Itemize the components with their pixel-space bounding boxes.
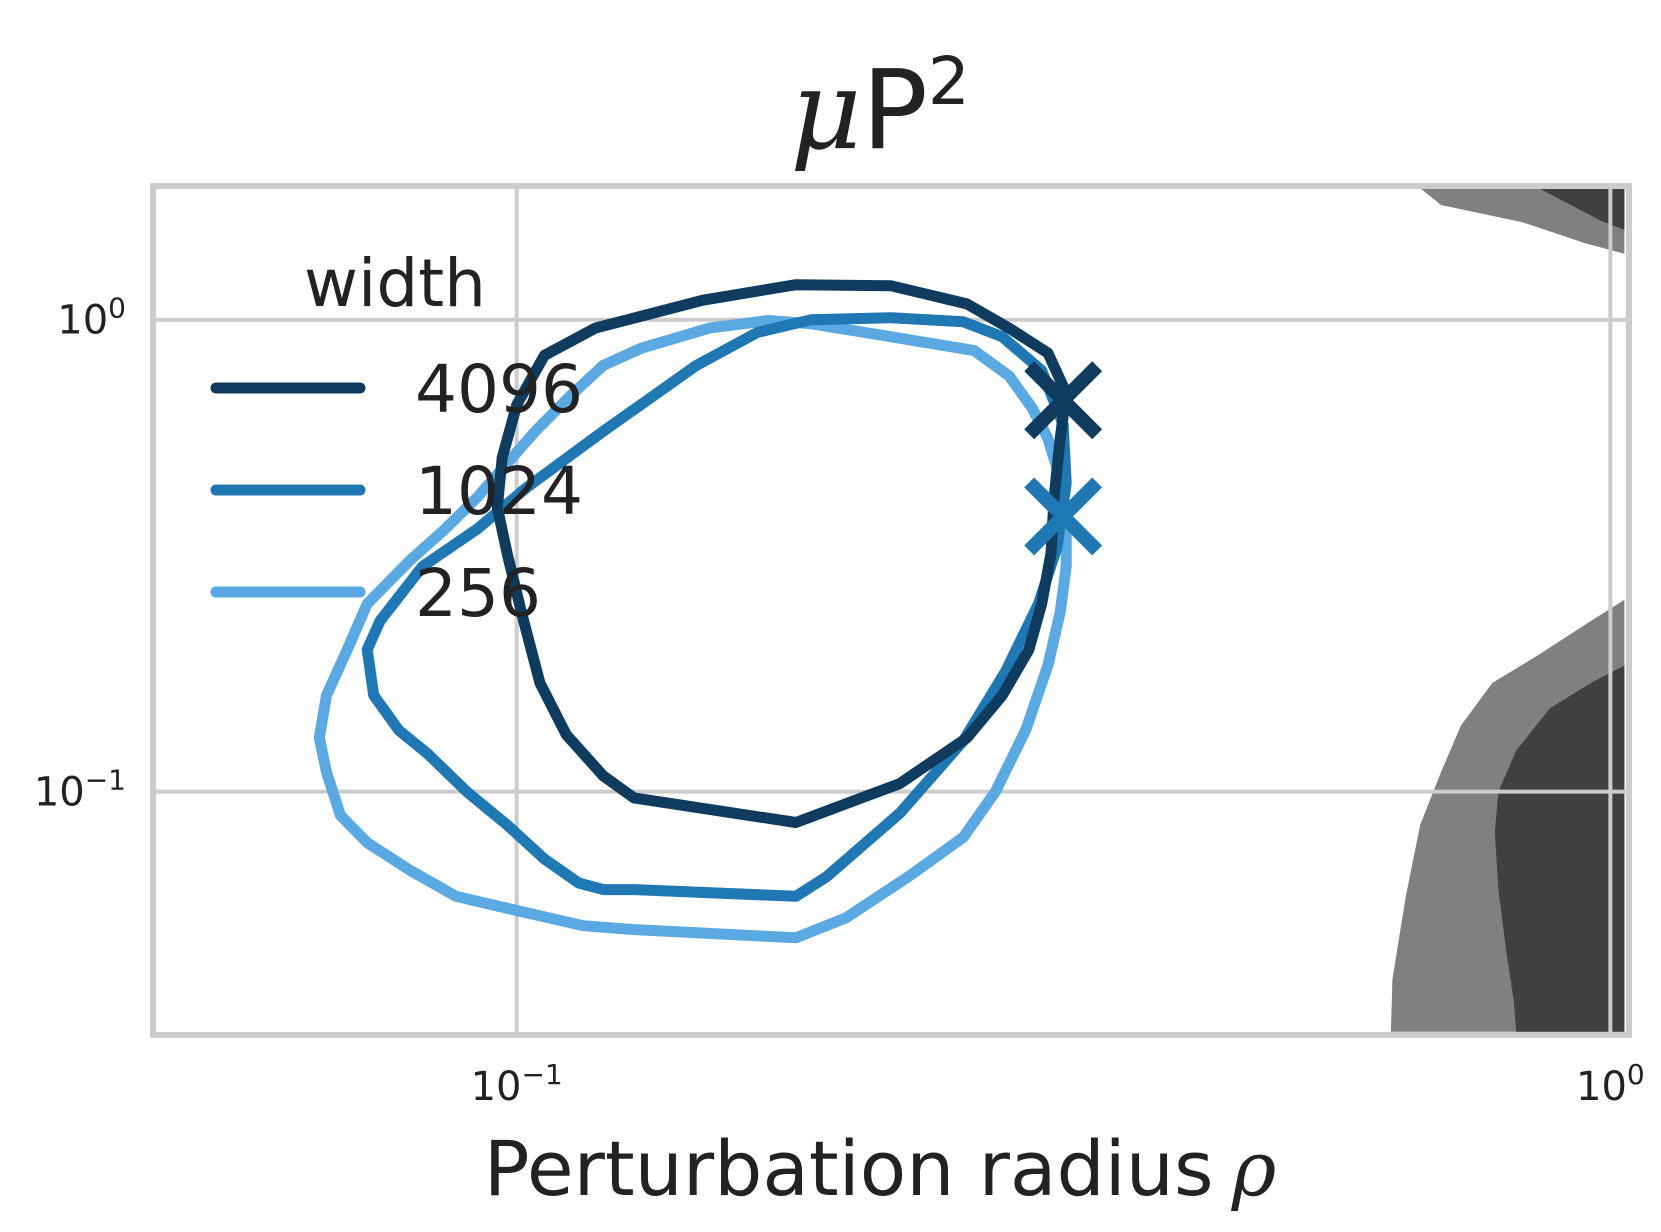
legend-label-4096: 4096 xyxy=(415,351,583,428)
legend: width 4096 1024 256 xyxy=(210,245,583,632)
x-tick-label-1: 100 xyxy=(1576,1058,1645,1110)
optimum-marker-1024 xyxy=(1024,477,1103,556)
plot-frame xyxy=(150,183,1632,1038)
legend-label-1024: 1024 xyxy=(415,453,583,530)
legend-title: width xyxy=(304,245,486,322)
optimum-marker-4096 xyxy=(1024,361,1103,440)
chart-title: μP2 xyxy=(790,43,970,174)
shaded-region-dark-1 xyxy=(1538,188,1625,230)
shaded-regions xyxy=(1390,188,1625,1032)
x-tick-label-0: 10−1 xyxy=(471,1058,563,1110)
shaded-region-dark-3 xyxy=(1494,665,1625,1032)
legend-label-256: 256 xyxy=(415,555,541,632)
series-lines xyxy=(313,279,1072,944)
optimum-markers xyxy=(1024,361,1103,556)
series-line-4096 xyxy=(491,279,1072,828)
series-line-256 xyxy=(313,315,1072,944)
tick-labels: 10−1 100 10−1 100 xyxy=(34,292,1645,1110)
series-line-1024 xyxy=(361,312,1072,902)
y-tick-label-1: 100 xyxy=(57,292,126,344)
y-tick-label-0: 10−1 xyxy=(34,764,126,816)
